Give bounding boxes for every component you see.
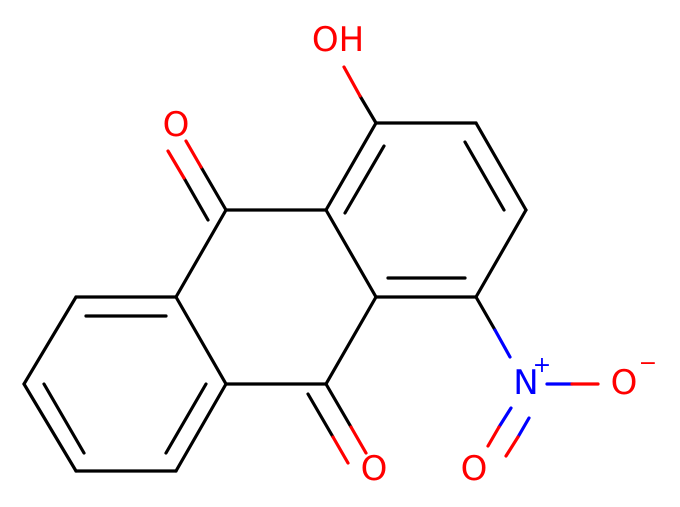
- middle-ring: [174, 208, 378, 386]
- nitro-oxygen-charge: −: [639, 351, 657, 376]
- hydroxyl-group: OH: [312, 20, 378, 125]
- bond: [174, 295, 228, 386]
- bond: [324, 208, 378, 299]
- bond: [516, 416, 531, 439]
- bond: [22, 295, 78, 386]
- right-ring: [324, 121, 528, 299]
- carbonyl-oxygen-bottom: O: [361, 449, 388, 489]
- bond: [474, 121, 528, 212]
- bond: [174, 208, 228, 299]
- nitro-oxygen-single: O: [611, 363, 638, 403]
- bond: [324, 121, 378, 212]
- bond: [486, 425, 501, 448]
- bond: [182, 176, 210, 222]
- double-bond-inner: [164, 382, 208, 455]
- bond: [306, 392, 335, 439]
- bond: [504, 435, 520, 458]
- bond: [331, 435, 350, 465]
- nitrogen-charge: +: [533, 353, 551, 378]
- bond: [199, 165, 228, 212]
- bond: [174, 382, 228, 473]
- hydroxyl-label: OH: [312, 20, 364, 60]
- bond: [349, 425, 368, 455]
- double-bond-inner: [42, 382, 86, 455]
- carbonyl-oxygen-top: O: [163, 105, 190, 145]
- bond: [342, 65, 362, 98]
- bond: [474, 295, 497, 332]
- nitro-oxygen-double: O: [461, 449, 488, 489]
- bond: [324, 382, 353, 429]
- bond: [324, 295, 378, 386]
- bond: [497, 406, 513, 429]
- bond: [474, 208, 528, 299]
- nitro-group: N + O − O: [461, 295, 657, 489]
- bond: [184, 139, 203, 169]
- carbonyl-top: O: [163, 105, 228, 222]
- bond: [166, 149, 186, 180]
- carbonyl-bottom: O: [306, 382, 388, 489]
- bond: [22, 382, 78, 473]
- double-bond-inner: [463, 140, 506, 212]
- bond: [358, 94, 378, 125]
- nitrogen-label: N: [513, 363, 538, 403]
- bond: [493, 328, 512, 359]
- double-bond-inner: [343, 144, 386, 215]
- left-ring: [22, 295, 228, 473]
